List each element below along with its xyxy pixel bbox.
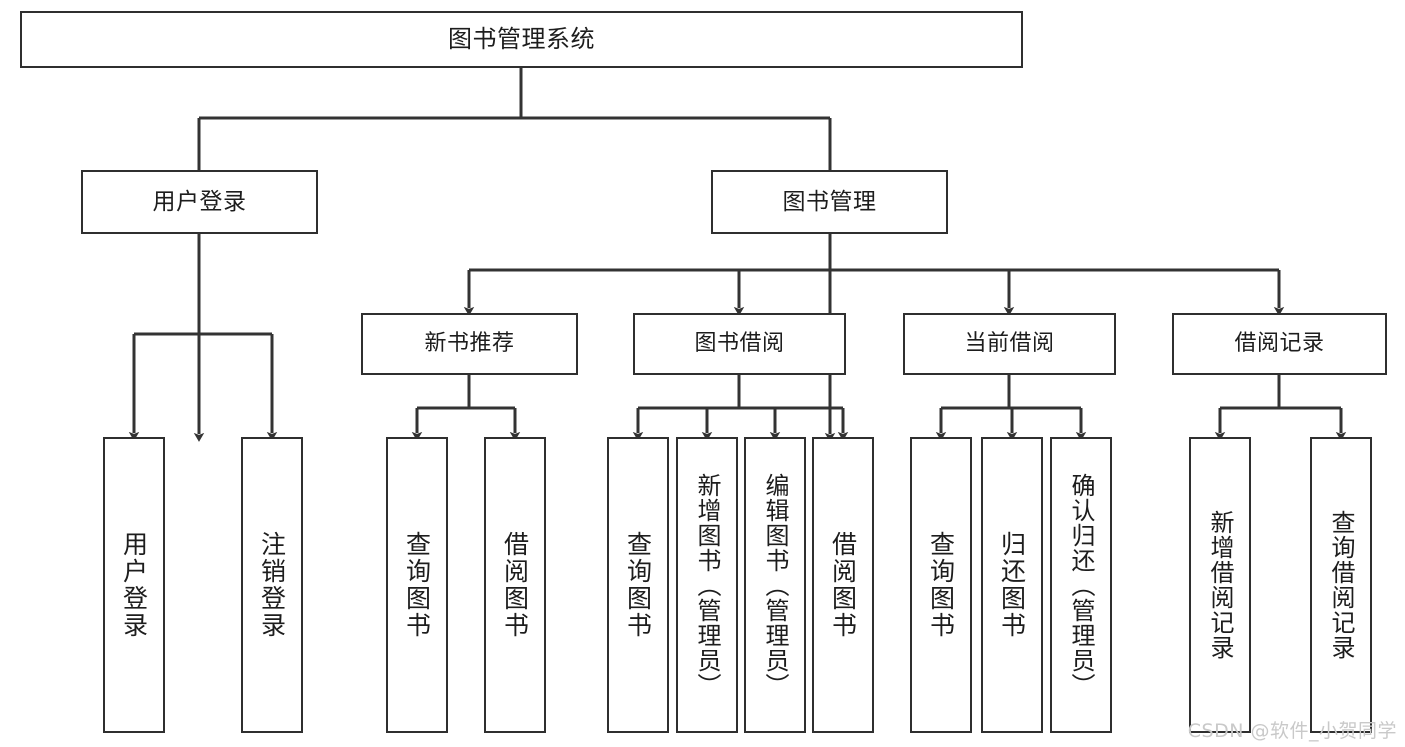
node-root-label: 图书管理系统 [448,24,595,53]
node-leaf-borrow-book-bw[interactable]: 借阅图书 [812,437,874,733]
node-leaf-query-book-bw[interactable]: 查询图书 [607,437,669,733]
node-leaf-user-login[interactable]: 用户登录 [103,437,165,733]
node-leaf-borrow-book-bw-label: 借阅图书 [828,531,858,639]
node-new-book-recommend[interactable]: 新书推荐 [361,313,578,375]
node-leaf-query-record-label: 查询借阅记录 [1327,510,1355,660]
node-root[interactable]: 图书管理系统 [20,11,1023,68]
node-leaf-edit-book-label: 编辑图书（管理员） [761,472,789,698]
node-leaf-borrow-book-rec[interactable]: 借阅图书 [484,437,546,733]
node-leaf-return-book-label: 归还图书 [997,531,1027,639]
node-book-borrow[interactable]: 图书借阅 [633,313,846,375]
node-leaf-edit-book[interactable]: 编辑图书（管理员） [744,437,806,733]
node-leaf-query-record[interactable]: 查询借阅记录 [1310,437,1372,733]
node-book-manage-label: 图书管理 [782,188,877,215]
node-leaf-add-record[interactable]: 新增借阅记录 [1189,437,1251,733]
node-book-borrow-label: 图书借阅 [694,331,785,357]
node-user-login-label: 用户登录 [152,188,247,215]
node-leaf-add-book[interactable]: 新增图书（管理员） [676,437,738,733]
node-leaf-query-book-cur[interactable]: 查询图书 [910,437,972,733]
node-leaf-user-login-label: 用户登录 [119,531,149,639]
node-borrow-record-label: 借阅记录 [1234,331,1325,357]
node-leaf-query-book-cur-label: 查询图书 [926,531,956,639]
node-leaf-borrow-book-rec-label: 借阅图书 [500,531,530,639]
node-borrow-record[interactable]: 借阅记录 [1172,313,1387,375]
node-current-borrow-label: 当前借阅 [964,331,1055,357]
node-leaf-return-book[interactable]: 归还图书 [981,437,1043,733]
node-leaf-user-logout-label: 注销登录 [257,531,287,639]
node-new-book-recommend-label: 新书推荐 [424,331,515,357]
node-user-login[interactable]: 用户登录 [81,170,318,234]
node-leaf-query-book-rec-label: 查询图书 [402,531,432,639]
node-leaf-add-record-label: 新增借阅记录 [1206,510,1234,660]
node-leaf-confirm-return[interactable]: 确认归还（管理员） [1050,437,1112,733]
node-leaf-user-logout[interactable]: 注销登录 [241,437,303,733]
node-leaf-query-book-bw-label: 查询图书 [623,531,653,639]
node-leaf-query-book-rec[interactable]: 查询图书 [386,437,448,733]
node-leaf-add-book-label: 新增图书（管理员） [693,472,721,698]
node-leaf-confirm-return-label: 确认归还（管理员） [1067,472,1095,698]
csdn-watermark: CSDN @软件_小贺同学 [1187,720,1397,742]
node-book-manage[interactable]: 图书管理 [711,170,948,234]
node-current-borrow[interactable]: 当前借阅 [903,313,1116,375]
